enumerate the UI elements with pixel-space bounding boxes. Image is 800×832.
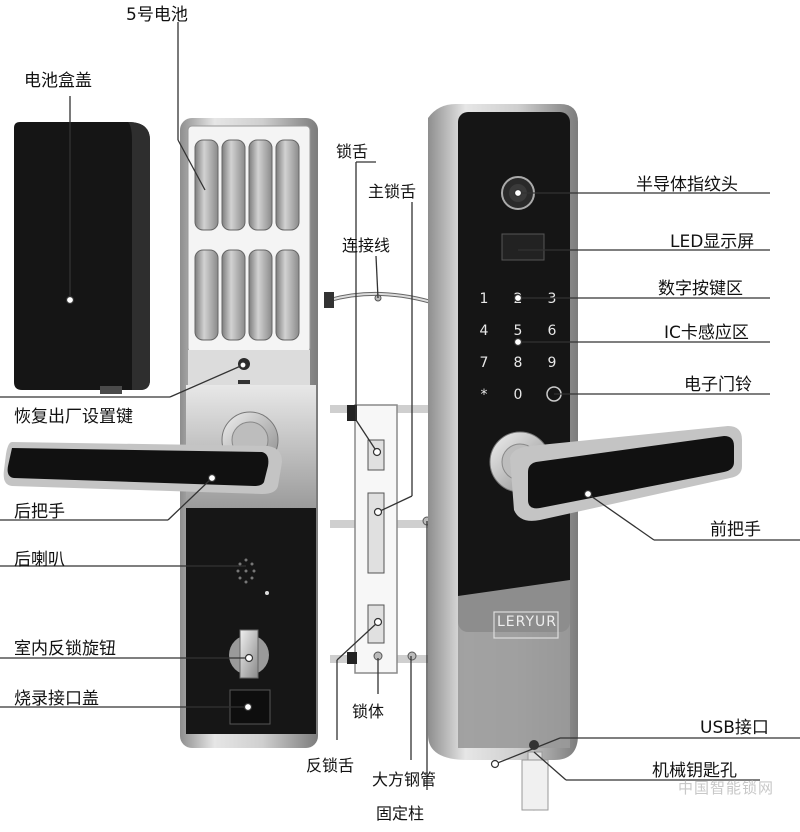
lock-body-shape [324, 291, 440, 674]
label-doorbell: 电子门铃 [684, 375, 752, 395]
label-key-hole: 机械钥匙孔 [652, 761, 737, 781]
label-fingerprint: 半导体指纹头 [636, 175, 738, 195]
battery-cell [275, 249, 300, 341]
keypad-key: 3 [548, 291, 557, 307]
keypad-key: 6 [548, 323, 557, 339]
label-led-display: LED显示屏 [670, 232, 755, 252]
battery-cell [194, 139, 219, 231]
label-rear-speaker: 后喇叭 [14, 550, 65, 570]
label-latch: 锁舌 [336, 142, 369, 161]
leader-lines [0, 22, 800, 790]
label-cable: 连接线 [342, 236, 391, 255]
keypad-key: 5 [514, 323, 523, 339]
speaker-grille [236, 558, 256, 584]
label-ic-card: IC卡感应区 [664, 323, 749, 343]
battery-cover [14, 122, 150, 394]
battery-cell [221, 139, 246, 231]
led-screen [501, 233, 545, 261]
label-deadlatch: 反锁舌 [306, 756, 355, 775]
keypad-key: 0 [514, 387, 523, 403]
leader-dots [65, 188, 593, 769]
brand-logo: LERYUR [497, 614, 558, 630]
watermark: 中国智能锁网 [677, 779, 774, 797]
keypad-key: 7 [480, 355, 489, 371]
keypad-key: 4 [480, 323, 489, 339]
label-indoor-lock-knob: 室内反锁旋钮 [14, 639, 116, 659]
label-battery-cover: 电池盒盖 [24, 71, 92, 91]
label-main-bolt: 主锁舌 [368, 182, 417, 201]
front-handle-shape [489, 426, 742, 521]
battery-cell [248, 139, 273, 231]
label-lock-body: 锁体 [352, 702, 385, 721]
keypad-keys: 123456789*0 [480, 291, 557, 403]
label-battery-aa: 5号电池 [126, 5, 188, 25]
label-fixing-post: 固定柱 [376, 804, 425, 823]
label-keypad: 数字按键区 [658, 279, 743, 299]
label-factory-reset: 恢复出厂设置键 [14, 407, 133, 427]
battery-cell [248, 249, 273, 341]
battery-pack [194, 139, 300, 341]
battery-cell [275, 139, 300, 231]
battery-cell [221, 249, 246, 341]
label-burn-port-cover: 烧录接口盖 [14, 689, 99, 709]
label-front-handle: 前把手 [710, 520, 761, 540]
label-usb-port: USB接口 [700, 718, 769, 738]
label-square-steel-tube: 大方钢管 [372, 770, 437, 789]
keypad-key: 9 [548, 355, 557, 371]
keypad-key: * [481, 387, 488, 403]
keypad-key: 1 [480, 291, 489, 307]
rear-handle-shape [3, 411, 283, 494]
keypad-key: 8 [514, 355, 523, 371]
battery-cell [194, 249, 219, 341]
front-panel: 123456789*0 [428, 104, 578, 811]
label-rear-handle: 后把手 [14, 502, 65, 522]
